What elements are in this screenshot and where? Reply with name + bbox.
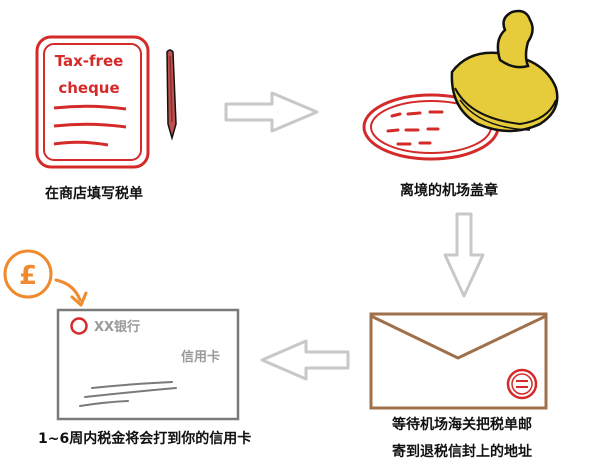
- curved-arrow-icon: [54, 278, 88, 307]
- cheque-title-line2: cheque: [58, 79, 119, 97]
- step3-caption-line2: 寄到退税信封上的地址: [392, 444, 532, 460]
- pen-icon: [166, 49, 177, 141]
- tax-free-cheque-icon: Tax-free cheque: [35, 35, 150, 169]
- credit-card-icon: XX银行 信用卡: [56, 308, 240, 421]
- envelope-icon: [369, 312, 548, 410]
- pound-symbol: £: [19, 261, 37, 291]
- step3-caption-line1: 等待机场海关把税单邮: [392, 417, 532, 433]
- card-bank-name: XX银行: [94, 319, 140, 335]
- step4-caption: 1~6周内税金将会打到你的信用卡: [38, 431, 252, 447]
- step2-caption: 离境的机场盖章: [400, 183, 498, 199]
- step1-caption: 在商店填写税单: [45, 186, 143, 202]
- card-type-label: 信用卡: [181, 349, 220, 365]
- cheque-title-line1: Tax-free: [55, 52, 124, 70]
- arrow-right-icon: [224, 91, 319, 133]
- arrow-left-icon: [260, 339, 350, 381]
- rubber-stamp-icon: [450, 9, 559, 133]
- pound-coin-icon: £: [3, 249, 53, 299]
- arrow-down-icon: [443, 212, 485, 298]
